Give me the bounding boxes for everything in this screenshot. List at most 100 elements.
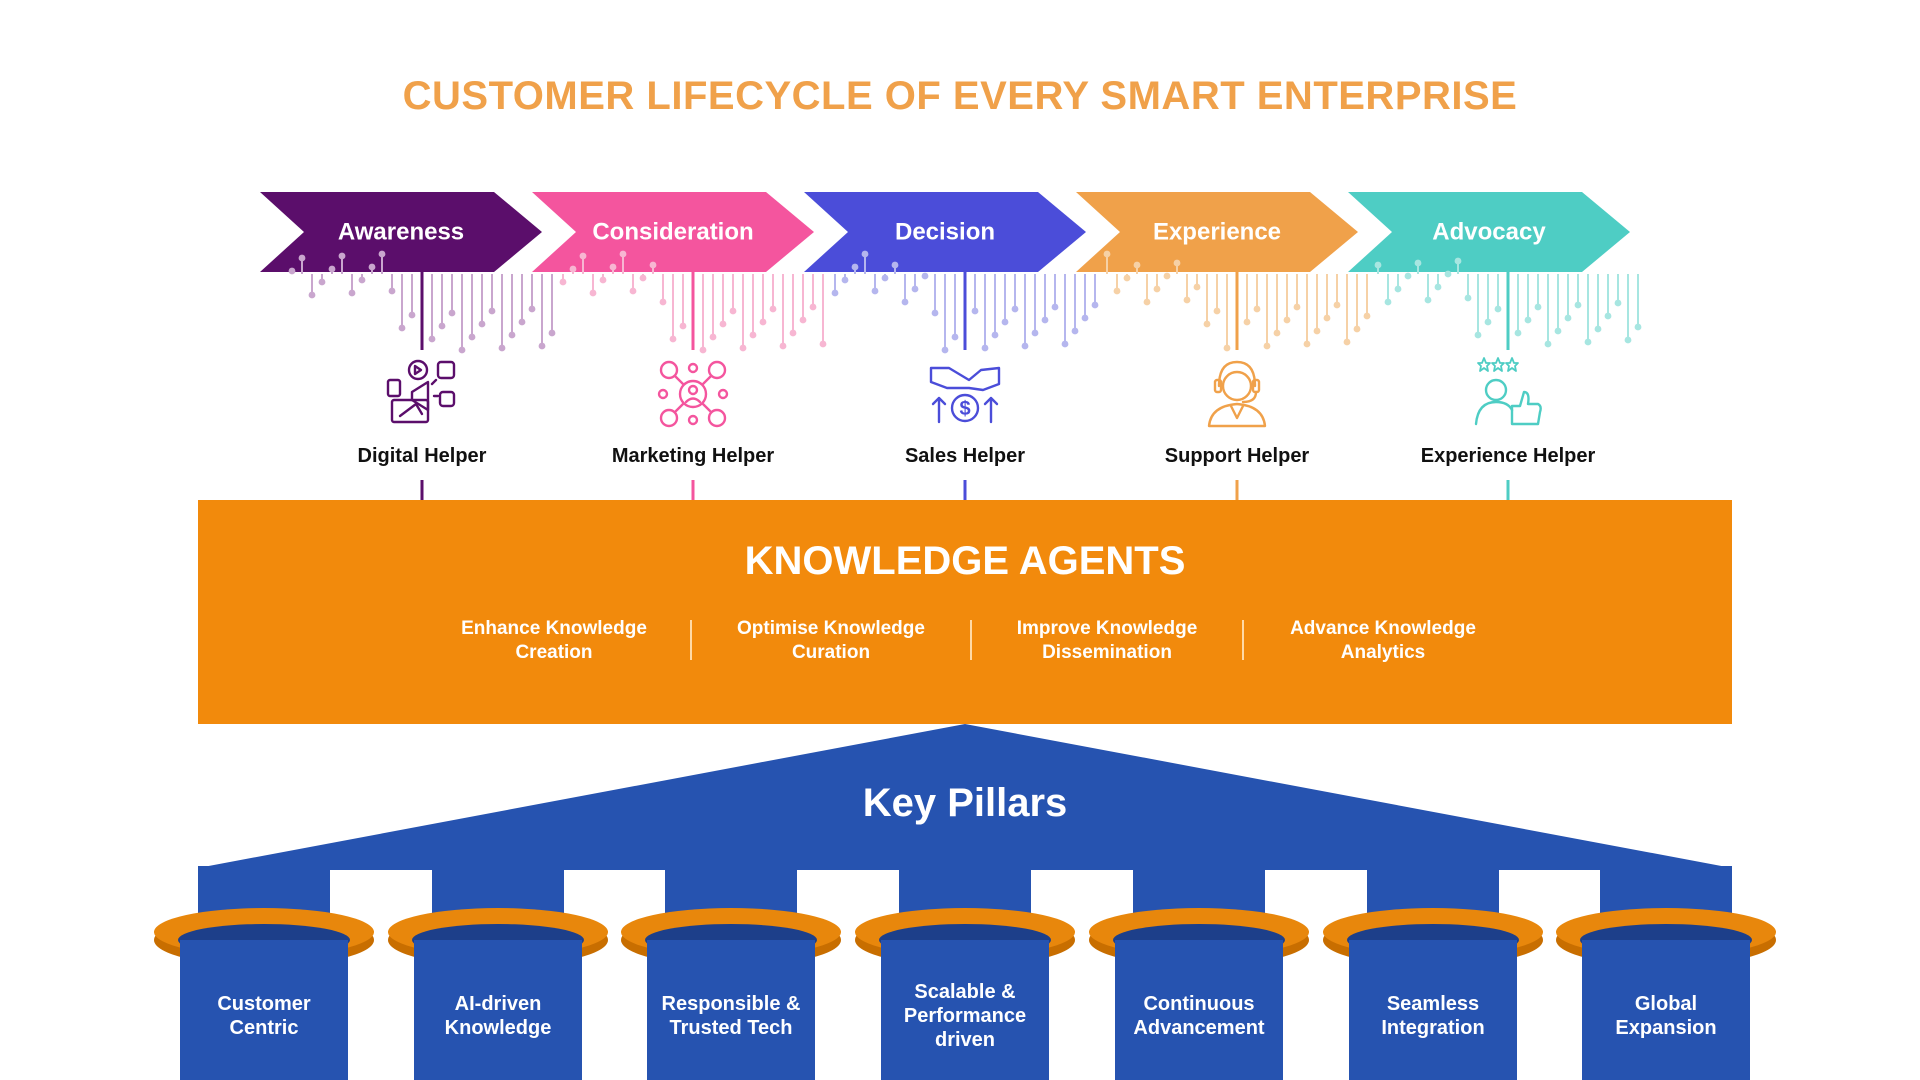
tick-dot: [1194, 284, 1201, 291]
tick-dot: [832, 290, 839, 297]
tick-dot: [1334, 302, 1341, 309]
tick-dot: [509, 332, 516, 339]
tick-dot: [409, 312, 416, 319]
tick-dot: [1615, 300, 1622, 307]
tick-dot: [750, 332, 757, 339]
tick-dot: [952, 334, 959, 341]
tick-dot: [1042, 317, 1049, 324]
helper-label: Marketing Helper: [612, 445, 774, 467]
tick-dot: [289, 268, 296, 275]
pillar-label: Knowledge: [445, 1017, 552, 1039]
tick-dot: [1354, 326, 1361, 333]
capability-line: Creation: [515, 642, 592, 663]
tick-dot: [760, 319, 767, 326]
tick-dot: [1535, 304, 1542, 311]
stage-label: Consideration: [592, 218, 753, 245]
pillar-label: Centric: [230, 1017, 299, 1039]
tick-dot: [590, 290, 597, 297]
tick-dot: [730, 308, 737, 315]
pillar-label: Integration: [1381, 1017, 1484, 1039]
pillar: CustomerCentric: [154, 908, 374, 1080]
tick-dot: [1164, 273, 1171, 280]
tick-dot: [1575, 302, 1582, 309]
tick-dot: [469, 334, 476, 341]
tick-dot: [872, 288, 879, 295]
tick-dot: [549, 330, 556, 337]
stage-label: Advocacy: [1432, 218, 1546, 245]
tick-dot: [359, 277, 366, 284]
tick-dot: [932, 310, 939, 317]
digital-marketing-icon: [388, 361, 454, 422]
tick-dot: [1314, 328, 1321, 335]
tick-dot: [1385, 299, 1392, 306]
tick-dot: [1002, 319, 1009, 326]
tick-dot: [1104, 251, 1111, 258]
support-headset-icon: [1209, 362, 1265, 426]
tick-dot: [1052, 304, 1059, 311]
tick-dot: [992, 332, 999, 339]
tick-dot: [610, 264, 617, 271]
tick-dot: [319, 279, 326, 286]
helper-label: Support Helper: [1165, 445, 1310, 467]
tick-dot: [820, 341, 827, 348]
tick-dot: [640, 275, 647, 282]
pillar-label: Performance: [904, 1005, 1026, 1027]
helper-label: Sales Helper: [905, 445, 1025, 467]
tick-dot: [922, 273, 929, 280]
tick-dot: [1605, 313, 1612, 320]
pillar-label: AI-driven: [455, 993, 542, 1015]
tick-dot: [1274, 330, 1281, 337]
tick-dot: [660, 299, 667, 306]
knowledge-agents-title: KNOWLEDGE AGENTS: [745, 539, 1186, 583]
tick-dot: [800, 317, 807, 324]
tick-dot: [399, 325, 406, 332]
tick-dot: [710, 334, 717, 341]
tick-dot: [650, 262, 657, 269]
tick-dot: [852, 264, 859, 271]
pillar-label: Seamless: [1387, 993, 1479, 1015]
pillar: Scalable &Performancedriven: [855, 908, 1075, 1080]
tick-dot: [620, 251, 627, 258]
tick-dot: [902, 299, 909, 306]
svg-text:$: $: [959, 398, 970, 420]
tick-dot: [892, 262, 899, 269]
tick-dot: [1294, 304, 1301, 311]
tick-dot: [1012, 306, 1019, 313]
tick-dot: [942, 347, 949, 354]
tick-dot: [1555, 328, 1562, 335]
tick-dot: [1425, 297, 1432, 304]
tick-dot: [1154, 286, 1161, 293]
tick-dot: [339, 253, 346, 260]
tick-dot: [1174, 260, 1181, 267]
tick-dot: [309, 292, 316, 299]
tick-dot: [429, 336, 436, 343]
capability-line: Advance Knowledge: [1290, 618, 1476, 639]
tick-dot: [1455, 258, 1462, 265]
tick-dot: [1304, 341, 1311, 348]
tick-dot: [842, 277, 849, 284]
pillar-label: Global: [1635, 993, 1697, 1015]
tick-dot: [1092, 302, 1099, 309]
tick-dot: [489, 308, 496, 315]
capability-line: Curation: [792, 642, 870, 663]
helper-agents: Digital HelperMarketing Helper$Sales Hel…: [358, 358, 1596, 502]
tick-dot: [560, 279, 567, 286]
tick-dot: [1435, 284, 1442, 291]
tick-dot: [1244, 319, 1251, 326]
tick-dot: [600, 277, 607, 284]
tick-dot: [379, 251, 386, 258]
tick-dot: [1364, 313, 1371, 320]
tick-dot: [630, 288, 637, 295]
tick-dot: [349, 290, 356, 297]
pillar-label: Customer: [217, 993, 311, 1015]
tick-dot: [529, 306, 536, 313]
tick-dot: [1625, 337, 1632, 344]
knowledge-agents-box: [198, 500, 1732, 724]
capability-line: Dissemination: [1042, 642, 1172, 663]
tick-dot: [912, 286, 919, 293]
tick-dot: [1284, 317, 1291, 324]
tick-dot: [1062, 341, 1069, 348]
